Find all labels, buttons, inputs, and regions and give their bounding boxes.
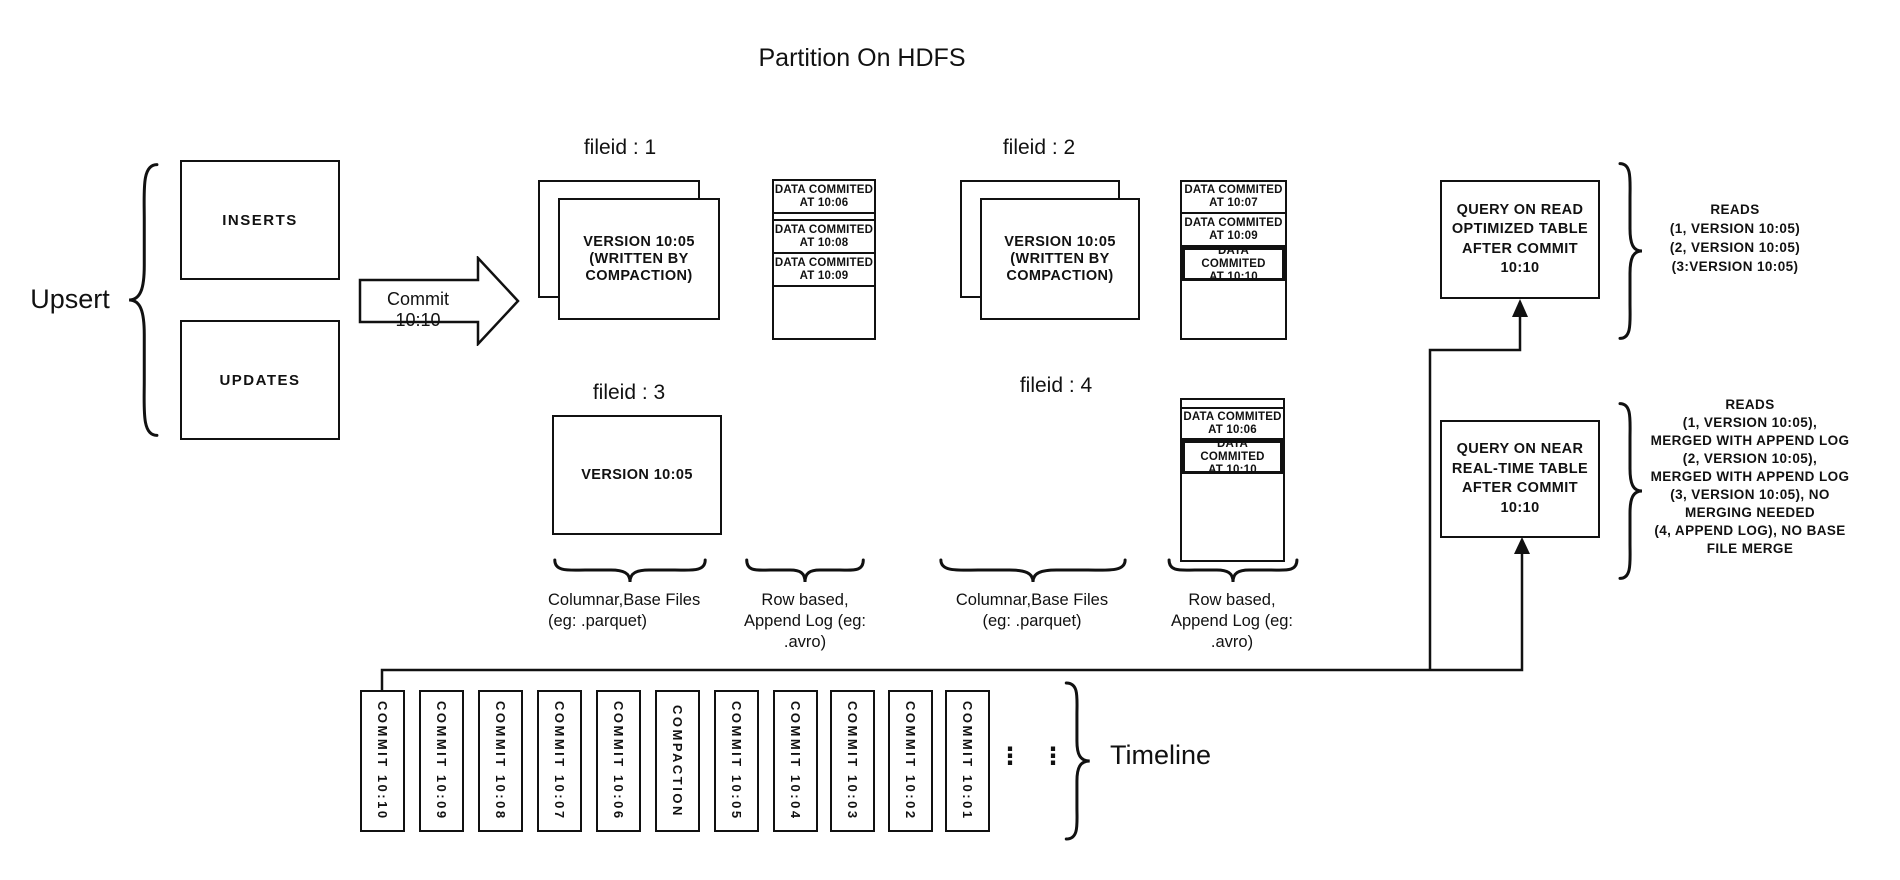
query-near-real-time-box: QUERY ON NEAR REAL-TIME TABLE AFTER COMM… (1440, 420, 1600, 538)
append-log-fileid-4: DATA COMMITED AT 10:06 DATA COMMITED AT … (1180, 398, 1285, 562)
upsert-label: Upsert (30, 284, 110, 314)
updates-label: UPDATES (219, 371, 301, 389)
append-log-fileid-2: DATA COMMITED AT 10:07 DATA COMMITED AT … (1180, 180, 1287, 340)
timeline-compaction-box: COMPACTION (655, 690, 700, 832)
caption-columnar-base-files-2: Columnar,Base Files (eg: .parquet) (955, 591, 1109, 630)
log-gap (1182, 400, 1283, 409)
timeline-commit-box: COMMIT 10:06 (596, 690, 641, 832)
log-cell-latest: DATA COMMITED AT 10:10 (1182, 438, 1283, 476)
commit-block-arrow-icon (358, 256, 520, 346)
timeline-commit-label: COMMIT 10:01 (960, 701, 975, 821)
timeline-commit-box: COMMIT 10:08 (478, 690, 523, 832)
timeline-commit-box: COMMIT 10:05 (714, 690, 759, 832)
timeline-commit-label: COMMIT 10:04 (788, 701, 803, 821)
fileid-1-base-label: VERSION 10:05 (WRITTEN BY COMPACTION) (583, 233, 695, 284)
inserts-box: INSERTS (180, 160, 340, 280)
timeline-commit-label: COMMIT 10:02 (903, 701, 918, 821)
timeline-commit-box: COMMIT 10:09 (419, 690, 464, 832)
log-gap (774, 214, 874, 221)
updates-box: UPDATES (180, 320, 340, 440)
caption-columnar-base-files-1: Columnar,Base Files (eg: .parquet) (548, 591, 701, 630)
fileid-4-label: fileid : 4 (1019, 374, 1093, 397)
log-cell: DATA COMMITED AT 10:06 (1182, 409, 1283, 440)
timeline-commit-label: COMMIT 10:03 (845, 701, 860, 821)
fileid-1-base-file: VERSION 10:05 (WRITTEN BY COMPACTION) (558, 198, 720, 320)
fileid-3-base-label: VERSION 10:05 (581, 467, 693, 483)
fileid-3-base-file: VERSION 10:05 (552, 415, 722, 535)
right-curly-brace-icon (1616, 398, 1646, 584)
under-brace-icon (550, 556, 710, 586)
fileid-3-label: fileid : 3 (592, 381, 666, 404)
timeline-label: Timeline (1110, 740, 1212, 770)
fileid-2-base-label: VERSION 10:05 (WRITTEN BY COMPACTION) (1004, 233, 1116, 284)
log-cell: DATA COMMITED AT 10:09 (1182, 214, 1285, 247)
query-read-optimized-label: QUERY ON READ OPTIMIZED TABLE AFTER COMM… (1451, 201, 1589, 277)
fileid-2-base-file: VERSION 10:05 (WRITTEN BY COMPACTION) (980, 198, 1140, 320)
under-brace-icon (1165, 556, 1301, 586)
timeline-commit-label: COMMIT 10:08 (493, 701, 508, 821)
reads-read-optimized: READS (1, VERSION 10:05) (2, VERSION 10:… (1669, 202, 1801, 274)
under-brace-icon (743, 556, 867, 586)
caption-row-append-log-1: Row based, Append Log (eg: .avro) (743, 591, 867, 651)
timeline-ellipsis: ⋮ (1041, 742, 1065, 770)
log-cell: DATA COMMITED AT 10:07 (1182, 182, 1285, 214)
query-read-optimized-box: QUERY ON READ OPTIMIZED TABLE AFTER COMM… (1440, 180, 1600, 299)
right-curly-brace-icon (1062, 678, 1094, 844)
commit-arrow-label: Commit 10:10 (387, 289, 449, 330)
log-cell: DATA COMMITED AT 10:09 (774, 254, 874, 287)
fileid-1-label: fileid : 1 (583, 136, 657, 159)
timeline-commit-box: COMMIT 10:04 (773, 690, 818, 832)
timeline-commit-box: COMMIT 10:02 (888, 690, 933, 832)
log-cell: DATA COMMITED AT 10:06 (774, 181, 874, 214)
timeline-commit-box: COMMIT 10:01 (945, 690, 990, 832)
append-log-fileid-1: DATA COMMITED AT 10:06 DATA COMMITED AT … (772, 179, 876, 340)
left-curly-brace-icon (124, 156, 162, 444)
page-title: Partition On HDFS (758, 44, 966, 72)
timeline-ellipsis: ⋮ (998, 742, 1022, 770)
timeline-commit-box: COMMIT 10:10 (360, 690, 405, 832)
timeline-compaction-label: COMPACTION (670, 704, 685, 818)
right-curly-brace-icon (1616, 158, 1646, 344)
timeline-commit-label: COMMIT 10:10 (375, 701, 390, 821)
timeline-commit-box: COMMIT 10:07 (537, 690, 582, 832)
inserts-label: INSERTS (222, 211, 298, 229)
reads-near-real-time: READS (1, VERSION 10:05), MERGED WITH AP… (1650, 397, 1850, 556)
timeline-commit-label: COMMIT 10:06 (611, 701, 626, 821)
log-cell-latest: DATA COMMITED AT 10:10 (1182, 245, 1285, 283)
timeline-commit-label: COMMIT 10:09 (434, 701, 449, 821)
log-cell: DATA COMMITED AT 10:08 (774, 221, 874, 254)
arrow-up-icon (1512, 299, 1528, 317)
under-brace-icon (935, 556, 1131, 586)
caption-row-append-log-2: Row based, Append Log (eg: .avro) (1170, 591, 1294, 651)
fileid-2-label: fileid : 2 (1002, 136, 1076, 159)
timeline-commit-label: COMMIT 10:07 (552, 701, 567, 821)
query-near-real-time-label: QUERY ON NEAR REAL-TIME TABLE AFTER COMM… (1451, 441, 1589, 516)
timeline-commit-box: COMMIT 10:03 (830, 690, 875, 832)
timeline-commit-label: COMMIT 10:05 (729, 701, 744, 821)
arrow-up-icon (1514, 537, 1530, 554)
